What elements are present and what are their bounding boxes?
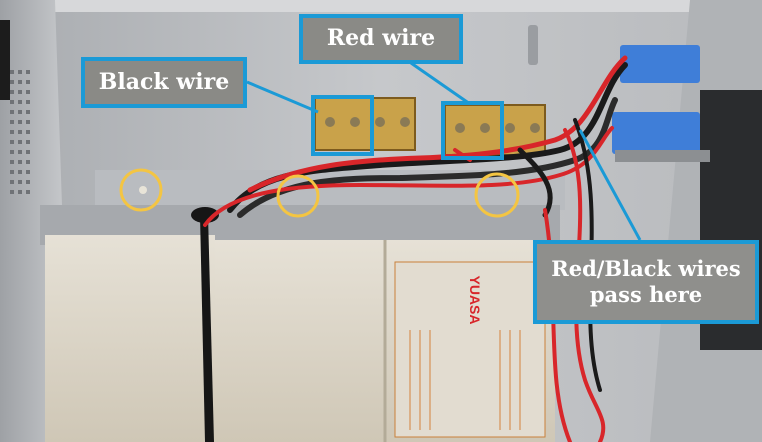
callout-target-boxes (311, 95, 504, 160)
wire-bundle (203, 55, 628, 442)
black-wire-target-box (311, 95, 374, 156)
terminal-screws (325, 117, 540, 133)
vent-holes (10, 70, 30, 194)
red-wire-target-box (441, 101, 504, 160)
top-shelf (40, 0, 720, 12)
blue-connector-top (620, 45, 700, 83)
black-wire-callout: Black wire (81, 57, 247, 108)
wall-hook (528, 25, 538, 65)
marker-circle-1 (119, 168, 163, 212)
left-black-strip (0, 20, 10, 100)
marker-circle-2 (276, 174, 320, 218)
black-wire-label: Black wire (98, 68, 230, 95)
red-wire-label: Red wire (326, 25, 436, 52)
red-wire-callout: Red wire (299, 14, 463, 64)
battery-strap (200, 215, 214, 442)
callout-leader-lines (246, 61, 642, 241)
battery-brand-text: YUASA (467, 275, 483, 324)
wires-pass-here-label: Red/Black wires pass here (551, 256, 740, 309)
battery-fine-print (409, 330, 521, 430)
marker-circle-3 (474, 172, 520, 218)
wires-pass-here-line1: Red/Black wires (551, 255, 741, 281)
wires-pass-here-callout: Red/Black wires pass here (533, 240, 759, 324)
battery-block-left (45, 235, 215, 442)
blue-connector-bottom (612, 112, 700, 154)
wires-pass-here-line2: pass here (589, 282, 703, 307)
marker-bolt-1 (139, 186, 147, 194)
connector-bracket (615, 150, 710, 162)
marker-circles (119, 168, 520, 218)
